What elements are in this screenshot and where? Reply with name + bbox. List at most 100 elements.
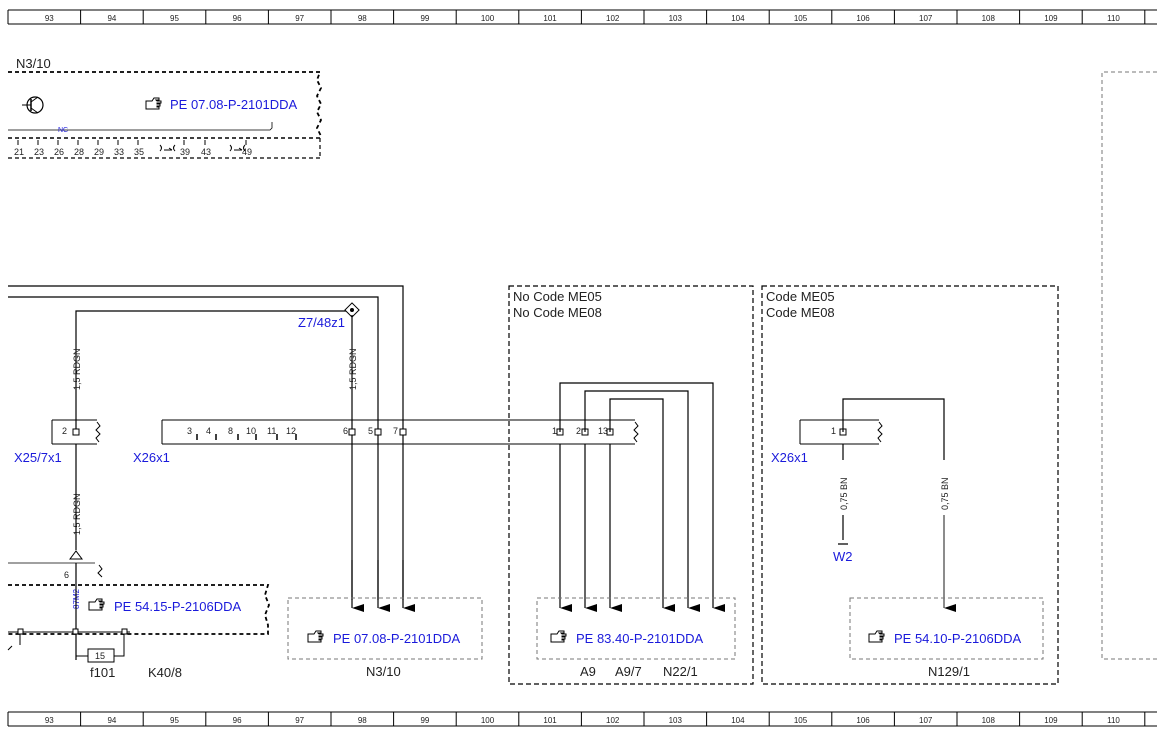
no-code-line1: No Code ME05: [513, 289, 602, 304]
x25-label[interactable]: X25/7x1: [14, 450, 62, 465]
arrows-n310: [351, 560, 415, 612]
x26-pin-label: 7: [393, 426, 398, 436]
ruler-column-label: 96: [233, 716, 242, 725]
n129-ref-link[interactable]: PE 54.10-P-2106DDA: [894, 631, 1022, 646]
wire-label-x26-right-b: 0,75 BN: [940, 477, 950, 510]
ruler-column-label: 100: [481, 14, 495, 23]
n129-label: N129/1: [928, 664, 970, 679]
pointing-hand-icon: [88, 598, 105, 611]
n310-top-pin: 29: [94, 147, 104, 157]
ruler-column-label: 104: [731, 14, 745, 23]
pointing-hand-icon: [307, 630, 324, 643]
ruler-column-label: 103: [669, 14, 683, 23]
n310-bottom-ref-link[interactable]: PE 07.08-P-2101DDA: [333, 631, 461, 646]
main-wires: [8, 285, 404, 600]
wire-label-z7-down: 1,5 RDGN: [348, 348, 358, 390]
ruler-column-label: 110: [1107, 716, 1120, 725]
x26-right-connector: [799, 419, 883, 445]
ruler-column-label: 104: [731, 716, 745, 725]
x26-pin-label: 2: [576, 426, 581, 436]
ruler-column-label: 101: [543, 716, 557, 725]
x26-pin-socket: [399, 428, 407, 436]
n310-top-pin: 49: [242, 147, 252, 157]
x26-pin-label: 12: [286, 426, 296, 436]
ruler-column-label: 95: [170, 716, 179, 725]
ruler-column-label: 99: [420, 716, 429, 725]
k40-ref-link[interactable]: PE 54.15-P-2106DDA: [114, 599, 242, 614]
x26-connector: [161, 419, 639, 445]
ruler-column-label: 93: [45, 716, 54, 725]
n310-top-pin: 21: [14, 147, 24, 157]
x26-pin-label: 6: [343, 426, 348, 436]
z7-splice: [344, 302, 360, 318]
x26-pin-label: 8: [228, 426, 233, 436]
ruler-column-label: 97: [295, 716, 304, 725]
nc-label: NC: [58, 127, 68, 134]
pointing-hand-icon: [550, 630, 567, 643]
wire-label-x25-bottom: 1,5 RDGN: [72, 493, 82, 535]
no-code-line2: No Code ME08: [513, 305, 602, 320]
ruler-column-label: 95: [170, 14, 179, 23]
a97-label: A9/7: [615, 664, 642, 679]
x26-pin-label: 4: [206, 426, 211, 436]
x26-pin-label: 13: [598, 426, 608, 436]
ground-symbol-icon: [69, 550, 83, 560]
n129-wiring: [838, 398, 956, 612]
x26-right-pin: 1: [831, 426, 836, 436]
pointing-hand-icon: [868, 630, 885, 643]
code-line2: Code ME08: [766, 305, 835, 320]
x26-pin-label: 11: [267, 426, 276, 436]
n310-top-pin: 28: [74, 147, 84, 157]
ruler-column-label: 106: [856, 14, 870, 23]
fuse-number: 15: [95, 651, 105, 661]
ruler-column-label: 107: [919, 716, 933, 725]
n310-top-boundary: [8, 71, 323, 137]
a9-box: [536, 597, 736, 660]
x26-left-label[interactable]: X26x1: [133, 450, 170, 465]
z7-label[interactable]: Z7/48z1: [298, 315, 345, 330]
ruler-column-label: 106: [856, 716, 870, 725]
ruler-column-label: 98: [358, 716, 367, 725]
fuse-label: f101: [90, 665, 115, 680]
fuse-f101: [87, 648, 115, 663]
n221-label: N22/1: [663, 664, 698, 679]
ruler-column-label: 94: [107, 14, 116, 23]
ruler-column-label: 96: [233, 14, 242, 23]
x26-pin-socket: [348, 428, 356, 436]
wire-label-x26-right-a: 0,75 BN: [839, 477, 849, 510]
k40-pin6: 6: [64, 570, 69, 580]
n129-box: [849, 597, 1044, 660]
ruler-column-label: 97: [295, 14, 304, 23]
n310-top-label: N3/10: [16, 56, 51, 71]
ruler-column-label: 103: [669, 716, 683, 725]
n310-top-pin: 39: [180, 147, 190, 157]
code-me05-box: [761, 285, 1059, 685]
a9-wiring: [559, 382, 725, 612]
pointing-hand-icon: [145, 97, 162, 110]
ruler-column-label: 108: [982, 716, 996, 725]
n310-top-ref-link[interactable]: PE 07.08-P-2101DDA: [170, 97, 298, 112]
ruler-column-label: 102: [606, 716, 620, 725]
ruler-column-label: 100: [481, 716, 495, 725]
a9-ref-link[interactable]: PE 83.40-P-2101DDA: [576, 631, 704, 646]
ruler-column-label: 98: [358, 14, 367, 23]
k40-boundary: [8, 584, 270, 635]
ruler-column-label: 105: [794, 716, 808, 725]
ruler-column-label: 101: [543, 14, 557, 23]
x26-pin-label: 5: [368, 426, 373, 436]
ruler-column-label: 99: [420, 14, 429, 23]
ruler-column-label: 110: [1107, 14, 1120, 23]
ruler-column-label: 108: [982, 14, 996, 23]
ruler-column-label: 93: [45, 14, 54, 23]
n310-top-pin: 33: [114, 147, 124, 157]
n310-top-pin: 43: [201, 147, 211, 157]
x26-right-label[interactable]: X26x1: [771, 450, 808, 465]
ruler-column-label: 105: [794, 14, 808, 23]
n310-top-pin: 23: [34, 147, 44, 157]
w2-label[interactable]: W2: [833, 549, 853, 564]
code-line1: Code ME05: [766, 289, 835, 304]
